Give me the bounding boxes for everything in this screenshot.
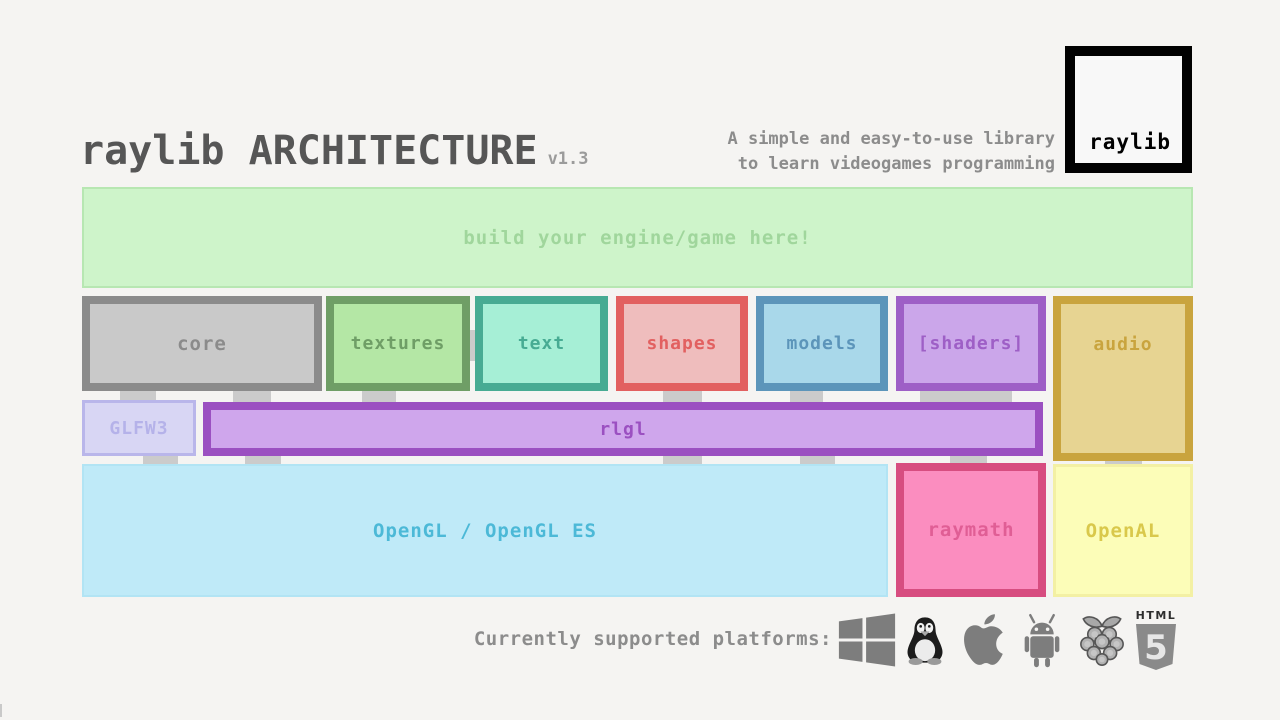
module-audio: audio [1053,296,1193,461]
linux-icon [907,617,943,665]
html5-icon-number: 5 [1144,628,1168,668]
connector-rlgl-opengl-2 [663,456,702,465]
module-textures: textures [326,296,470,391]
tagline-line2: to learn videogames programming [737,154,1055,174]
module-text-label: text [517,333,566,354]
connector-rlgl-opengl-3 [800,456,835,465]
html5-icon-text: HTML [1136,609,1177,622]
rlgl-label: rlgl [599,418,647,440]
opengl-label: OpenGL / OpenGL ES [373,519,597,542]
module-shaders: [shaders] [896,296,1046,391]
platform-icons-row: HTML 5 [838,606,1180,674]
connector-rlgl-raymath [950,456,987,465]
page-title: raylib ARCHITECTURE v1.3 [80,128,589,174]
module-shaders-label: [shaders] [917,333,1025,354]
module-core-label: core [177,332,227,355]
windows-icon [838,613,896,667]
layer-raymath: raymath [896,463,1046,597]
raymath-label: raymath [927,519,1015,541]
module-shapes: shapes [616,296,748,391]
layer-openal: OpenAL [1053,464,1193,597]
raylib-logo: raylib [1065,46,1192,173]
connector-shapes-rlgl [663,391,702,404]
connector-models-rlgl [790,391,823,404]
layer-glfw3: GLFW3 [82,400,196,456]
raylib-logo-text: raylib [1089,130,1171,154]
layer-rlgl: rlgl [203,402,1043,456]
platforms-label: Currently supported platforms: [473,628,832,650]
edge-artifact [0,704,2,717]
module-models: models [756,296,888,391]
module-core: core [82,296,322,391]
module-shapes-label: shapes [646,333,718,354]
engine-box-label: build your engine/game here! [463,226,812,249]
engine-box: build your engine/game here! [82,187,1193,288]
tagline: A simple and easy-to-use library to lear… [727,127,1055,177]
layer-opengl: OpenGL / OpenGL ES [82,464,888,597]
connector-glfw3-opengl [143,456,178,465]
module-text: text [475,296,608,391]
openal-label: OpenAL [1085,519,1161,542]
connector-textures-rlgl [362,391,396,404]
connector-rlgl-opengl-1 [245,456,281,465]
html5-icon: HTML 5 [1136,609,1177,670]
title-text: raylib ARCHITECTURE [80,128,538,174]
version-label: v1.3 [547,149,589,169]
glfw3-label: GLFW3 [109,417,169,439]
apple-icon [964,614,1003,665]
connector-shaders-rlgl [920,391,1012,404]
connector-audio-openal [1105,458,1142,466]
connector-core-glfw3 [120,391,156,402]
tagline-line1: A simple and easy-to-use library [727,129,1055,149]
android-icon [1024,613,1060,668]
module-models-label: models [786,333,858,354]
module-audio-label: audio [1093,334,1153,355]
connector-core-rlgl [233,391,271,404]
connector-textures-text [468,330,475,361]
module-textures-label: textures [350,333,446,354]
raspberry-pi-icon [1080,616,1124,666]
